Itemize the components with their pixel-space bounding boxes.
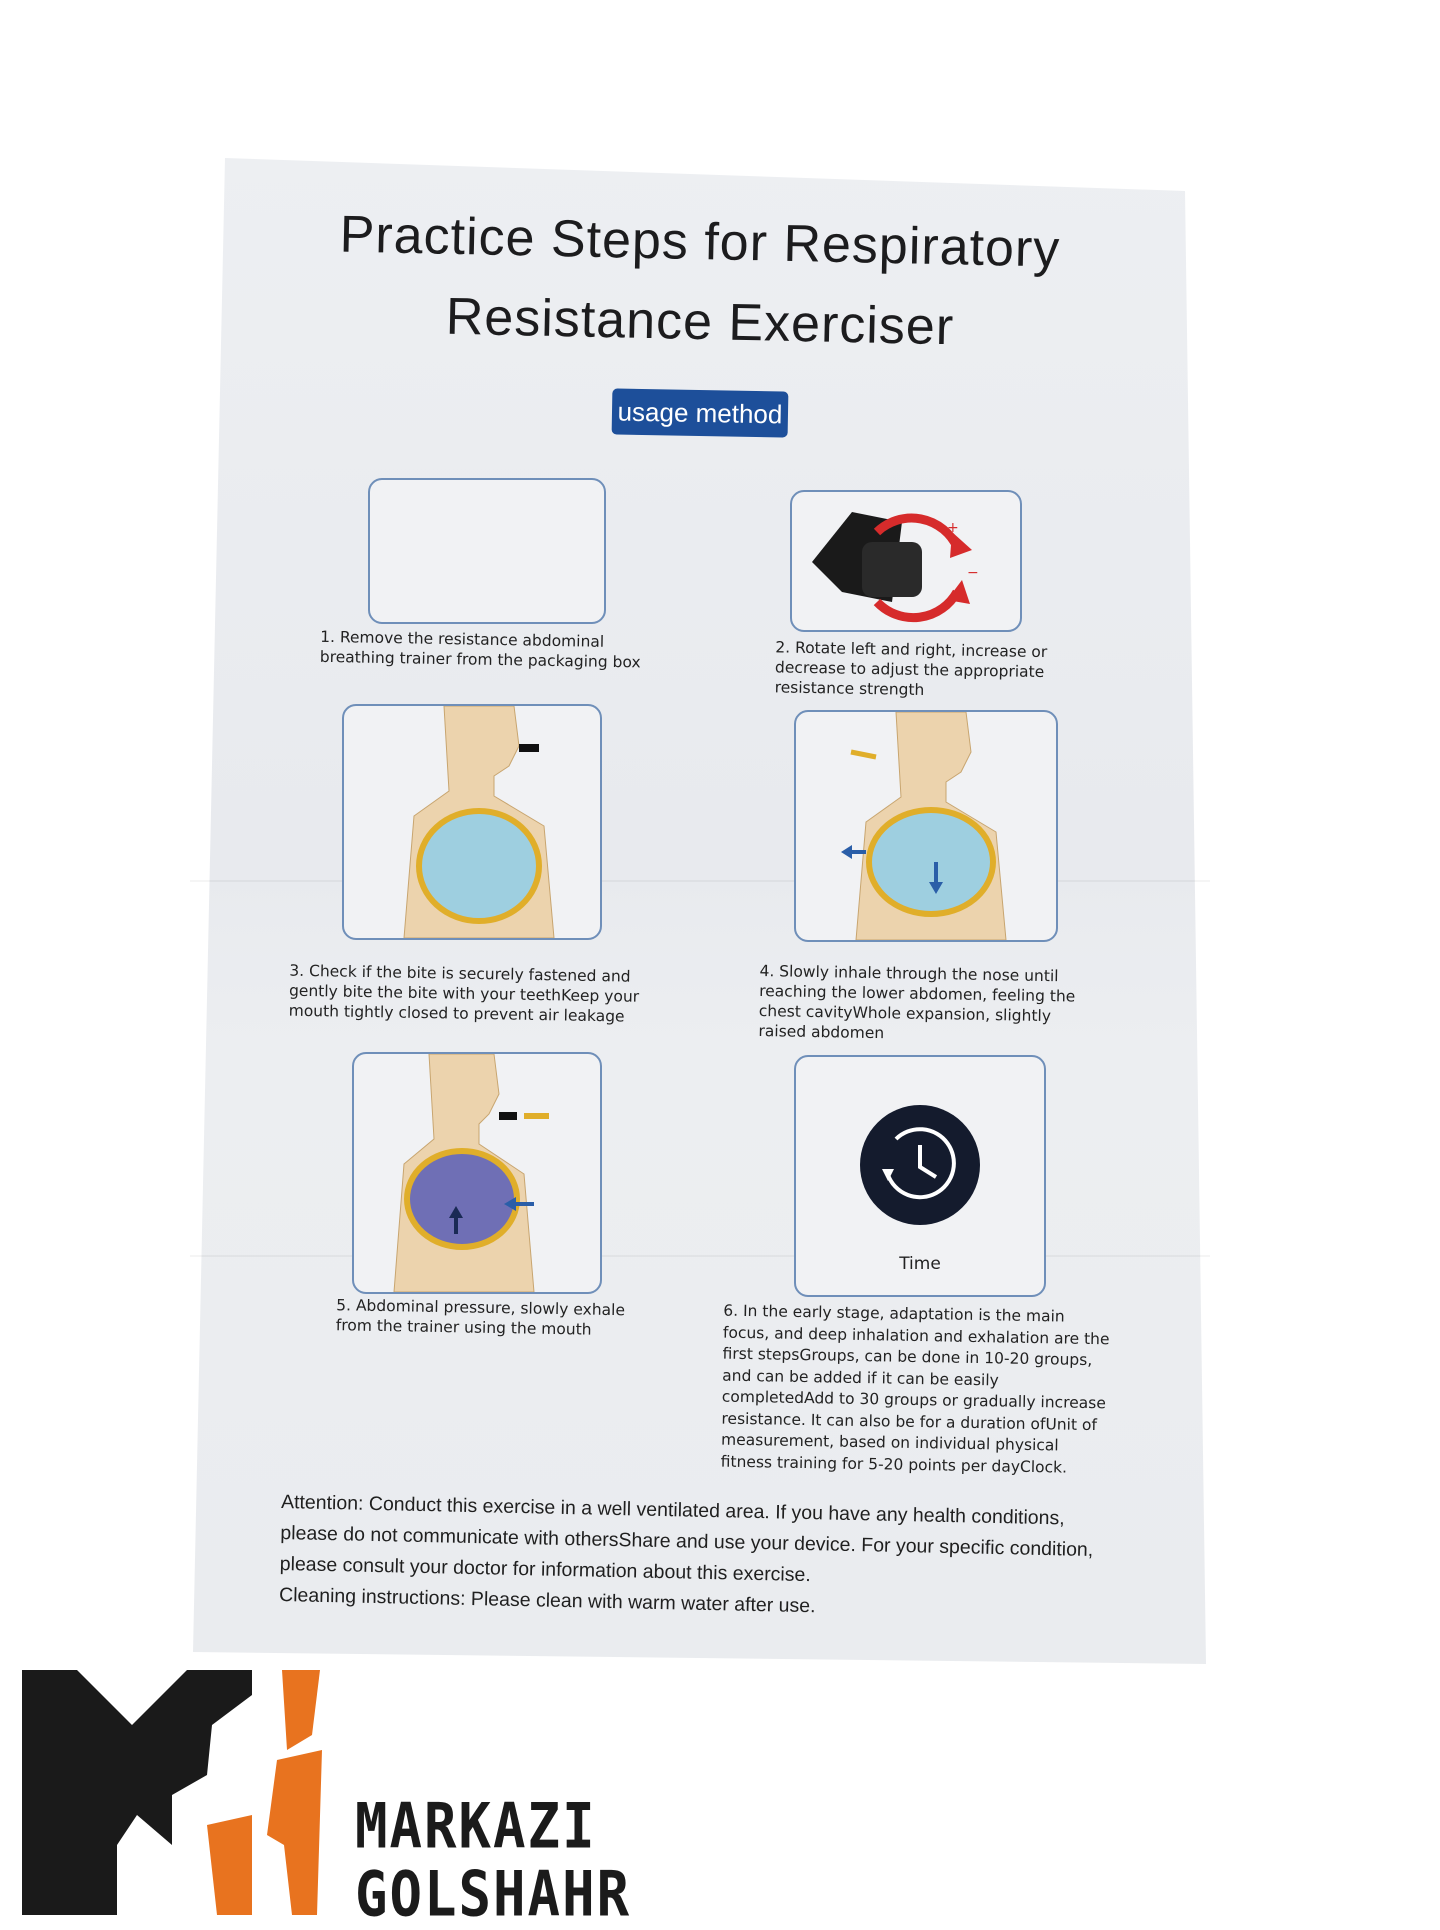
resistance-dial-icon: + − [812, 512, 979, 623]
clock-history-icon [860, 1105, 980, 1225]
logo-text-line2: GOLSHAHR [355, 1858, 632, 1930]
usage-method-badge: usage method [611, 388, 789, 438]
logo-text-line1: MARKAZI [355, 1790, 597, 1863]
torso-exhale-illustration [393, 1054, 549, 1292]
torso-bite-illustration [403, 706, 555, 938]
step4-image-box [794, 710, 1058, 942]
torso-inhale-illustration [841, 712, 1007, 940]
step1-image-box [368, 478, 606, 624]
fold-line [190, 880, 1210, 882]
step3-text: 3. Check if the bite is securely fastene… [288, 961, 640, 1026]
attention-notice: Attention: Conduct this exercise in a we… [279, 1487, 1141, 1629]
fold-line [190, 1255, 1210, 1257]
step1-text: 1. Remove the resistance abdominal breat… [319, 627, 641, 672]
step6-image-box: Time [794, 1055, 1046, 1297]
step5-text: 5. Abdominal pressure, slowly exhale fro… [335, 1296, 626, 1339]
step2-text: 2. Rotate left and right, increase or de… [774, 638, 1048, 699]
step3-image-box [342, 704, 602, 940]
step4-text: 4. Slowly inhale through the nose until … [758, 962, 1076, 1043]
step6-text: 6. In the early stage, adaptation is the… [720, 1301, 1110, 1477]
svg-text:−: − [967, 565, 979, 581]
svg-text:+: + [947, 520, 959, 536]
time-label: Time [899, 1254, 941, 1274]
logo-mark-icon [22, 1670, 322, 1915]
step5-image-box [352, 1052, 602, 1294]
step2-image-box: + − [790, 490, 1022, 632]
markazi-golshahr-logo [22, 1665, 322, 1920]
